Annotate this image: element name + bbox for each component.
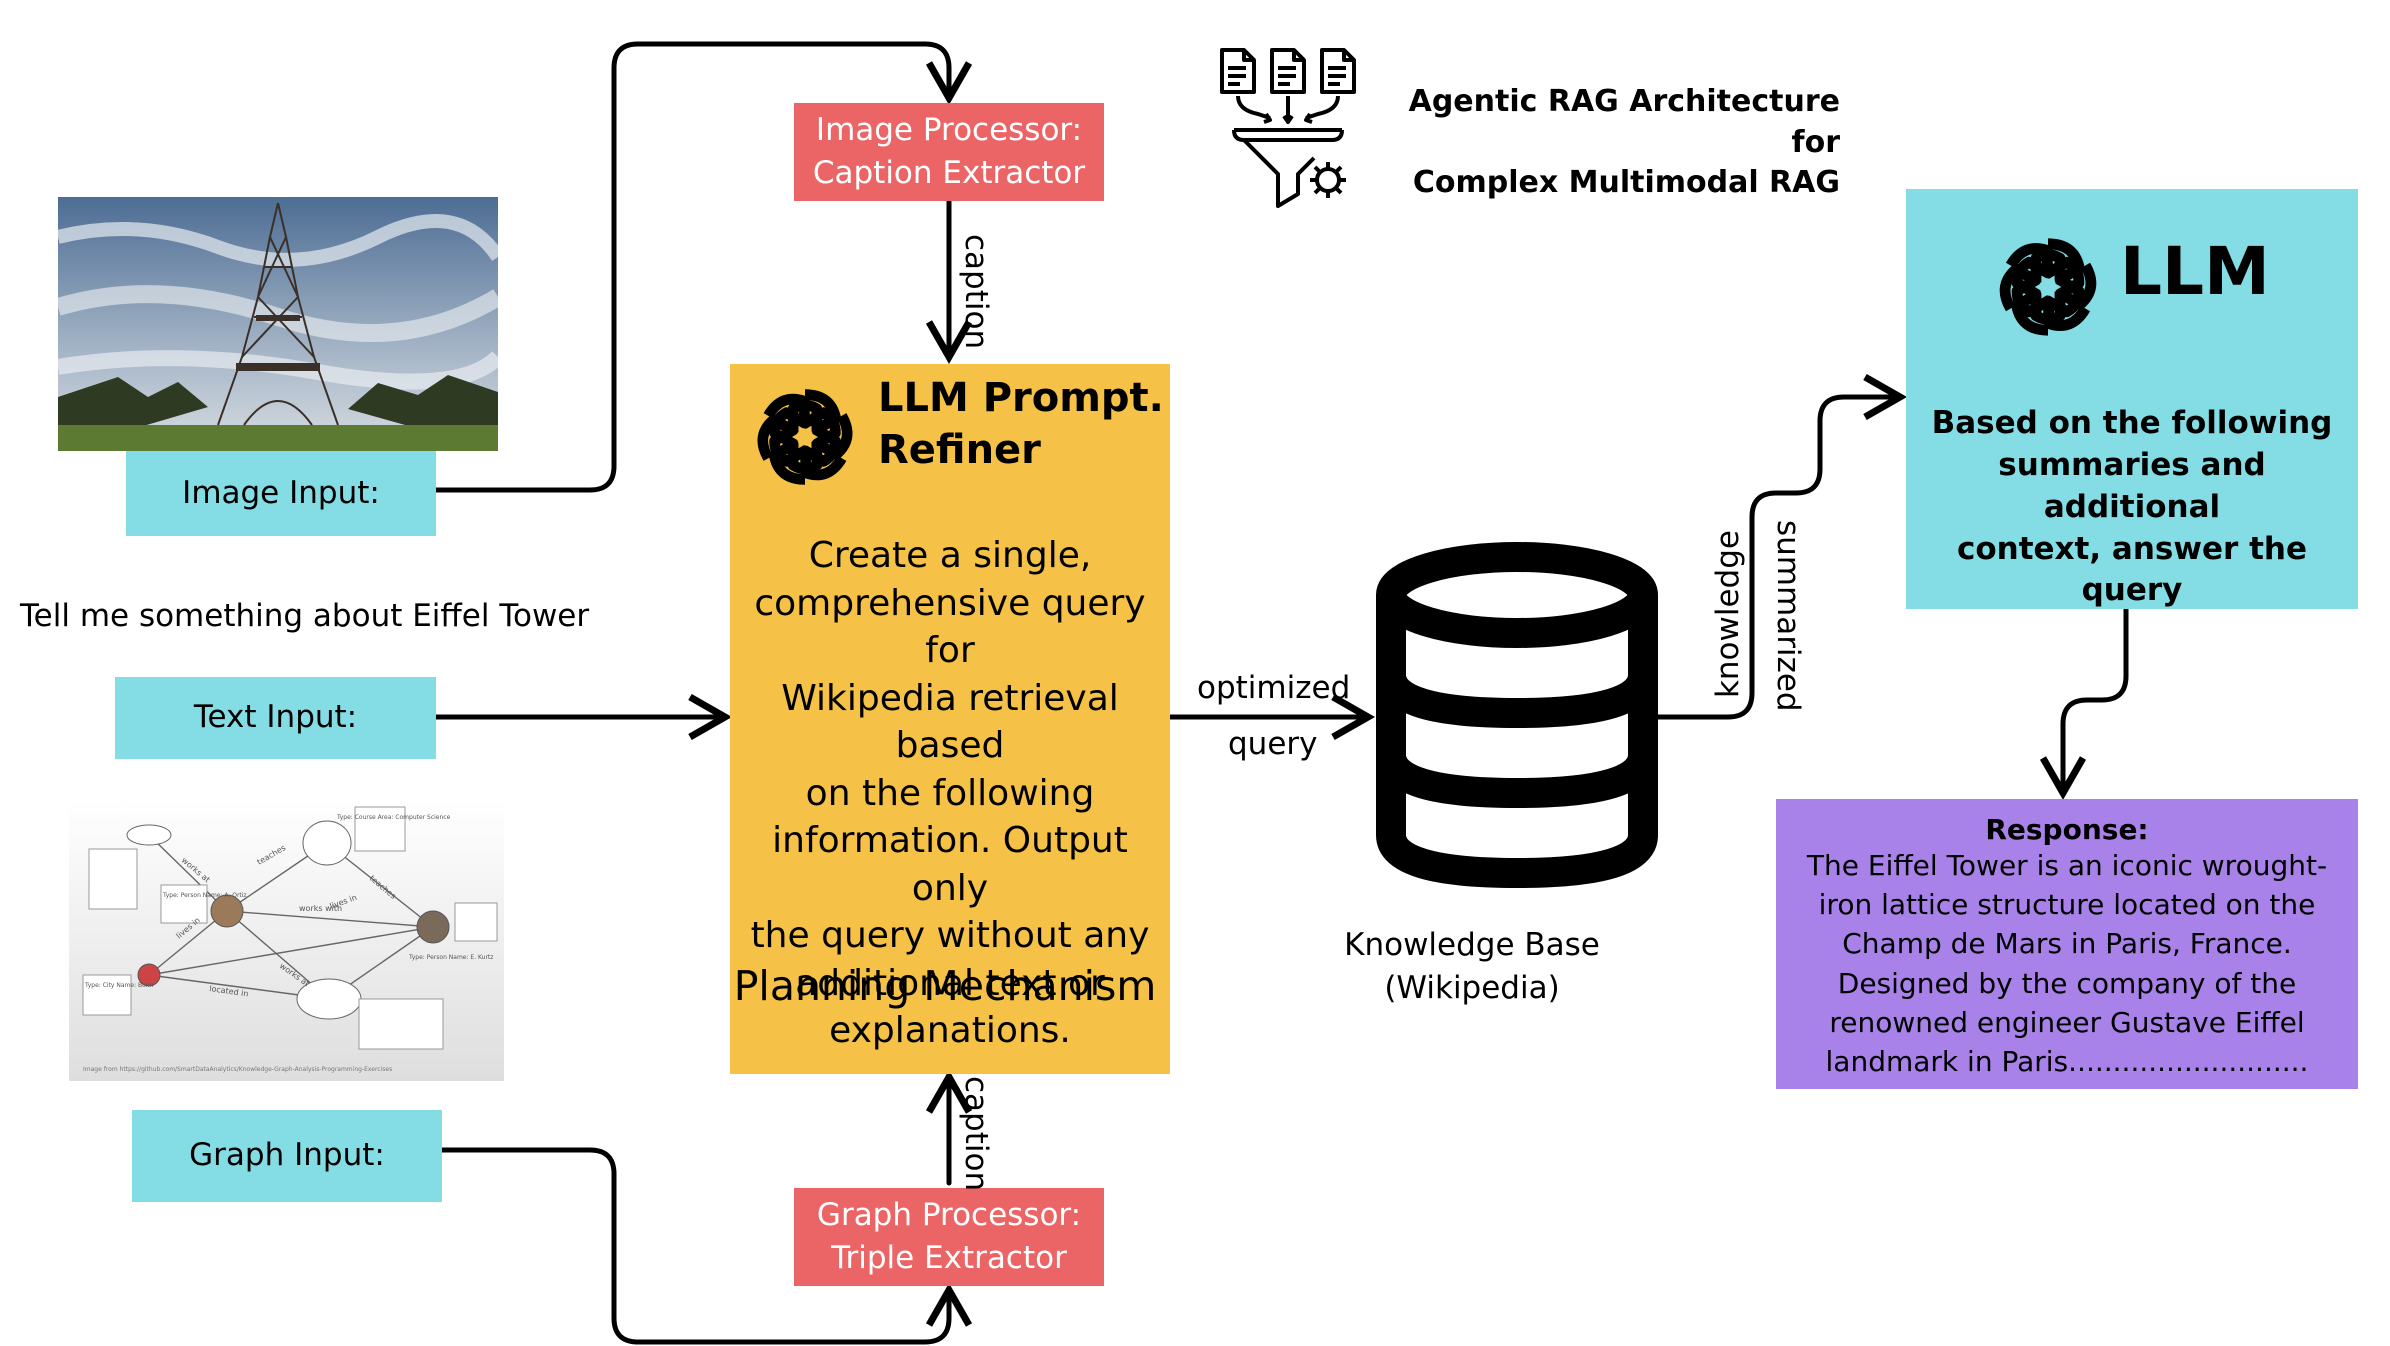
graph-node-label: Type: Person Name: A. Ortiz <box>162 892 247 899</box>
llm-line: context, answer the query <box>1956 530 2308 609</box>
response-line: renowned engineer Gustave Eiffel <box>1829 1005 2305 1039</box>
refiner-title-line1: LLM Prompt. <box>878 375 1164 421</box>
llm-to-response-arrow <box>2039 606 2129 801</box>
response-line: iron lattice structure located on the <box>1818 888 2316 922</box>
response-line: The Eiffel Tower is an iconic wrought- <box>1806 849 2328 882</box>
knowledge-base-line1: Knowledge Base <box>1344 927 1600 963</box>
graph-processor-box: Graph Processor: Triple Extractor <box>794 1188 1104 1286</box>
graph-node-label: Type: City Name: Bonn <box>84 982 154 989</box>
response-line: Champ de Mars in Paris, France. <box>1842 927 2292 961</box>
knowledge-graph-image: works at works with lives in works at lo… <box>69 799 504 1081</box>
refiner-title-line2: Refiner <box>878 427 1041 473</box>
response-text: The Eiffel Tower is an iconic wrought- i… <box>1776 846 2358 1081</box>
graph-processor-line1: Graph Processor: <box>816 1197 1082 1234</box>
refiner-line: Create a single, <box>808 535 1092 576</box>
text-prompt: Tell me something about Eiffel Tower <box>20 598 590 634</box>
llm-title: LLM <box>2120 233 2270 310</box>
diagram-title-line2: Complex Multimodal RAG <box>1412 165 1840 200</box>
refiner-line: the query without any <box>750 915 1150 957</box>
knowledge-base-label: Knowledge Base (Wikipedia) <box>1312 924 1632 1011</box>
refiner-line: explanations. <box>829 1010 1071 1052</box>
response-heading: Response: <box>1985 813 2149 846</box>
diagram-title: Agentic RAG Architecture for Complex Mul… <box>1380 82 1840 204</box>
refiner-line: on the following <box>805 772 1095 814</box>
refiner-line: information. Output only <box>772 820 1128 909</box>
database-icon <box>1372 540 1662 890</box>
image-processor-line1: Image Processor: <box>815 112 1083 149</box>
caption-label-bottom: caption <box>958 1076 994 1192</box>
image-to-image-processor-arrow <box>433 41 973 493</box>
optimized-label: optimized <box>1197 670 1351 706</box>
knowledge-base-to-llm-arrow <box>1653 373 1908 720</box>
refiner-line: Wikipedia retrieval based <box>781 677 1119 767</box>
llm-line: summaries and additional <box>1998 446 2266 525</box>
knowledge-base-line2: (Wikipedia) <box>1384 970 1560 1007</box>
refiner-title: LLM Prompt. Refiner <box>878 372 1164 476</box>
eiffel-tower-photo <box>58 197 498 451</box>
image-input-label: Image Input: <box>126 451 436 536</box>
llm-box: LLM Based on the following summaries and… <box>1906 189 2358 609</box>
refiner-line: additional text or <box>795 962 1105 1004</box>
llm-line: Based on the following <box>1931 405 2333 441</box>
response-line: landmark in Paris.......................… <box>1825 1044 2309 1078</box>
refiner-line: comprehensive query for <box>754 582 1146 672</box>
caption-label-top: caption <box>958 234 994 350</box>
openai-logo-icon <box>746 378 864 496</box>
graph-input-label: Graph Input: <box>132 1110 442 1202</box>
prompt-refiner-box: LLM Prompt. Refiner Create a single, com… <box>730 364 1170 1074</box>
graph-to-graph-processor-arrow <box>439 1147 973 1345</box>
graph-node-label: Type: Person Name: E. Kurtz <box>408 954 493 961</box>
image-processor-box: Image Processor: Caption Extractor <box>794 103 1104 201</box>
knowledge-label: knowledge <box>1710 530 1746 699</box>
llm-instructions: Based on the following summaries and add… <box>1906 403 2358 612</box>
graph-processor-line2: Triple Extractor <box>831 1240 1067 1276</box>
openai-logo-icon <box>1988 227 2108 347</box>
graph-edge-label: works with <box>299 904 342 913</box>
diagram-title-line1: Agentic RAG Architecture for <box>1408 84 1840 160</box>
summarized-label: summarized <box>1770 520 1806 712</box>
query-label: query <box>1228 726 1318 762</box>
response-box: Response: The Eiffel Tower is an iconic … <box>1776 799 2358 1089</box>
graph-node-label: Type: Course Area: Computer Science <box>336 814 451 821</box>
image-processor-line2: Caption Extractor <box>812 155 1086 191</box>
refiner-instructions: Create a single, comprehensive query for… <box>730 532 1170 1055</box>
response-line: Designed by the company of the <box>1837 966 2297 1000</box>
planning-mechanism-label: Planning Mechanism <box>733 962 1157 1010</box>
text-input-label: Text Input: <box>115 677 436 759</box>
funnel-icon <box>1218 44 1358 214</box>
graph-image-caption: Image from https://github.com/SmartDataA… <box>83 1066 392 1073</box>
